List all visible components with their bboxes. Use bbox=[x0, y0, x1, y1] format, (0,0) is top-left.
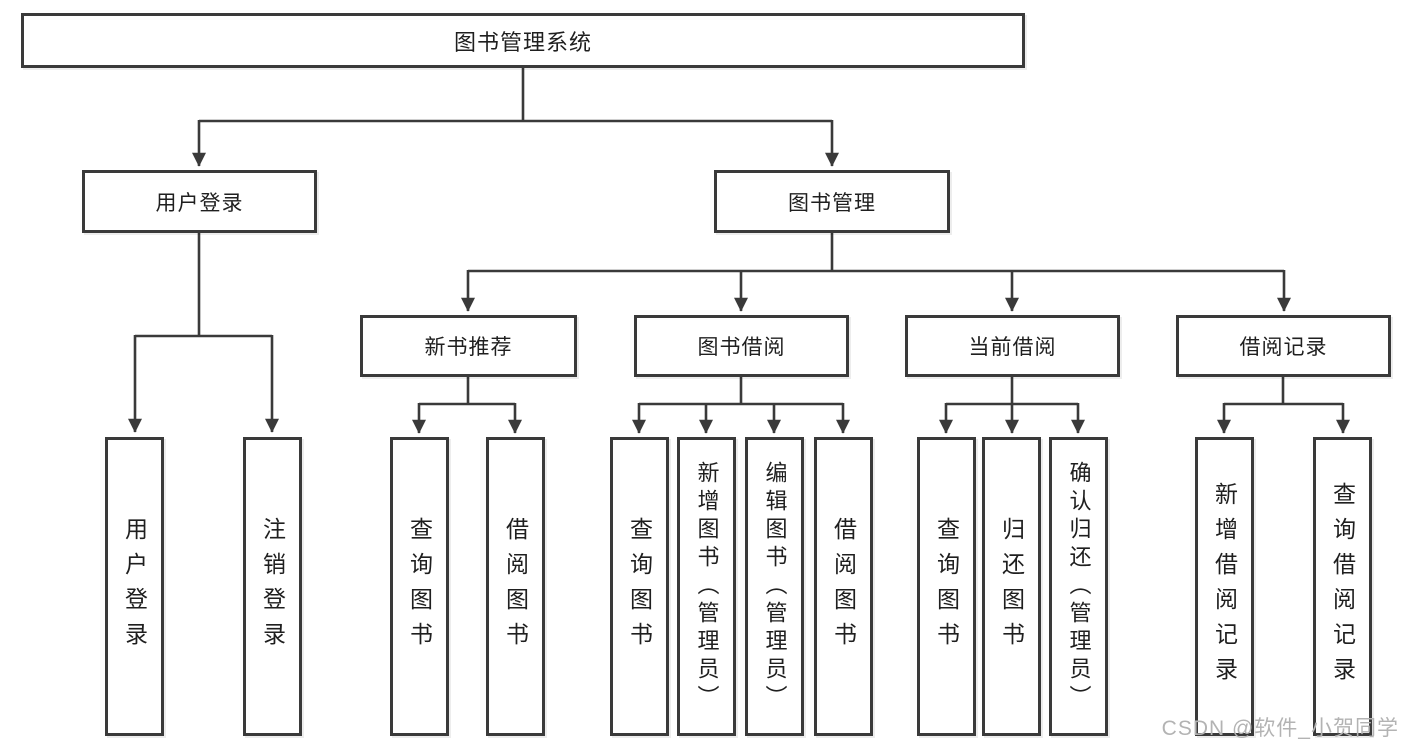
leaf-return-books: 归还图书 bbox=[982, 437, 1041, 736]
leaf-label: 编辑图书（管理员） bbox=[762, 460, 788, 713]
leaf-label: 用户登录 bbox=[121, 516, 148, 657]
leaf-confirm-return-admin: 确认归还（管理员） bbox=[1049, 437, 1108, 736]
leaf-label: 新增图书（管理员） bbox=[694, 460, 720, 713]
node-library-management-system: 图书管理系统 bbox=[21, 13, 1025, 68]
leaf-query-books-borrow: 查询图书 bbox=[610, 437, 669, 736]
node-book-management: 图书管理 bbox=[714, 170, 950, 233]
node-borrow-records: 借阅记录 bbox=[1176, 315, 1391, 377]
leaf-query-borrow-record: 查询借阅记录 bbox=[1313, 437, 1372, 736]
leaf-label: 借阅图书 bbox=[830, 516, 857, 657]
leaf-borrow-books-recommend: 借阅图书 bbox=[486, 437, 545, 736]
leaf-label: 查询图书 bbox=[933, 516, 960, 657]
leaf-user-login: 用户登录 bbox=[105, 437, 164, 736]
leaf-logout: 注销登录 bbox=[243, 437, 302, 736]
leaf-label: 确认归还（管理员） bbox=[1066, 460, 1092, 713]
node-book-borrow: 图书借阅 bbox=[634, 315, 849, 377]
leaf-label: 注销登录 bbox=[259, 516, 286, 657]
node-user-login: 用户登录 bbox=[82, 170, 317, 233]
leaf-label: 新增借阅记录 bbox=[1211, 481, 1238, 692]
leaf-query-books-recommend: 查询图书 bbox=[390, 437, 449, 736]
leaf-label: 查询借阅记录 bbox=[1329, 481, 1356, 692]
leaf-label: 查询图书 bbox=[626, 516, 653, 657]
node-current-borrow: 当前借阅 bbox=[905, 315, 1120, 377]
leaf-borrow-books: 借阅图书 bbox=[814, 437, 873, 736]
leaf-label: 查询图书 bbox=[406, 516, 433, 657]
leaf-query-books-current: 查询图书 bbox=[917, 437, 976, 736]
leaf-add-books-admin: 新增图书（管理员） bbox=[677, 437, 736, 736]
leaf-edit-books-admin: 编辑图书（管理员） bbox=[745, 437, 804, 736]
leaf-add-borrow-record: 新增借阅记录 bbox=[1195, 437, 1254, 736]
node-new-book-recommend: 新书推荐 bbox=[360, 315, 577, 377]
leaf-label: 归还图书 bbox=[998, 516, 1025, 657]
leaf-label: 借阅图书 bbox=[502, 516, 529, 657]
csdn-watermark: CSDN @软件_小贺同学 bbox=[1161, 717, 1399, 740]
